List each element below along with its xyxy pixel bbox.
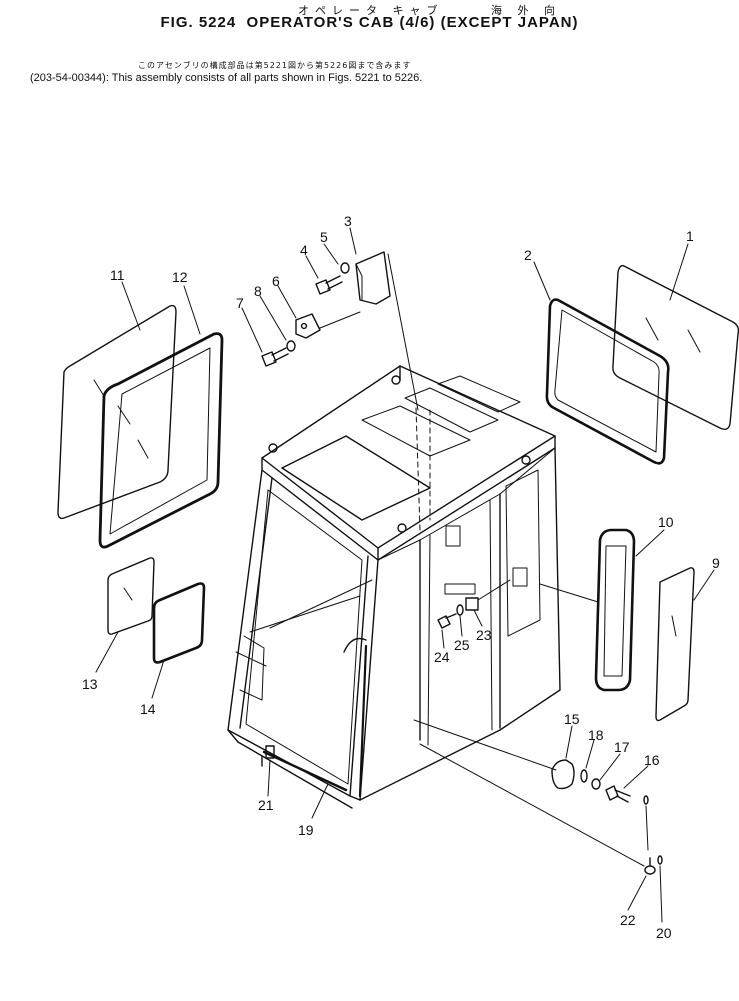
callout-20: 20 [656, 925, 672, 941]
japanese-assembly-note: このアセンブリの構成部品は第5221図から第5226図まで含みます [138, 61, 412, 70]
part-8-washer [286, 340, 296, 352]
assembly-note: (203-54-00344): This assembly consists o… [30, 72, 423, 84]
part-14-weatherstrip [152, 582, 206, 664]
assembly-lines [235, 253, 649, 867]
part-4-bolt [315, 275, 343, 295]
callout-23: 23 [476, 627, 492, 643]
part-20-clip-upper [643, 795, 649, 805]
callout-6: 6 [272, 273, 280, 289]
callout-19: 19 [298, 822, 314, 838]
callout-17: 17 [614, 739, 630, 755]
cab-frame [227, 365, 561, 809]
part-5-washer [340, 262, 350, 274]
part-12-weatherstrip [98, 332, 224, 549]
callout-labels: 1 2 3 4 5 6 7 8 9 10 11 12 13 14 15 16 1… [82, 213, 720, 941]
part-3-bracket [355, 251, 391, 305]
part-16-bolt [605, 785, 631, 803]
part-6-bracket [295, 313, 321, 339]
callout-24: 24 [434, 649, 450, 665]
callout-1: 1 [686, 228, 694, 244]
part-15-cap [551, 759, 575, 790]
part-11-glass [57, 304, 177, 520]
part-25-washer [456, 604, 464, 616]
callout-7: 7 [236, 295, 244, 311]
callout-15: 15 [564, 711, 580, 727]
part-7-bolt [261, 347, 289, 367]
part-24-bolt [437, 613, 457, 629]
callout-8: 8 [254, 283, 262, 299]
part-9-glass [655, 567, 695, 722]
japanese-title: オペレータ キャブ 海 外 向 [298, 4, 561, 17]
callout-13: 13 [82, 676, 98, 692]
callout-9: 9 [712, 555, 720, 571]
callout-14: 14 [140, 701, 156, 717]
part-23-bracket [465, 597, 479, 611]
callout-4: 4 [300, 242, 308, 258]
callout-25: 25 [454, 637, 470, 653]
callout-12: 12 [172, 269, 188, 285]
callout-5: 5 [320, 229, 328, 245]
callout-2: 2 [524, 247, 532, 263]
part-21-pin [261, 745, 275, 767]
callout-10: 10 [658, 514, 674, 530]
callout-16: 16 [644, 752, 660, 768]
callout-18: 18 [588, 727, 604, 743]
part-20-clip [657, 855, 663, 865]
callout-3: 3 [344, 213, 352, 229]
callout-22: 22 [620, 912, 636, 928]
leader-lines [95, 227, 715, 923]
part-10-weatherstrip [594, 528, 636, 692]
callout-11: 11 [110, 267, 125, 283]
part-22-pin [644, 857, 656, 875]
part-18-washer [580, 769, 588, 783]
figure-title: FIG. 5224 OPERATOR'S CAB (4/6) (EXCEPT J… [160, 14, 579, 31]
part-2-weatherstrip [545, 298, 670, 465]
part-1-glass [612, 264, 739, 431]
part-17-washer [591, 778, 601, 790]
callout-21: 21 [258, 797, 274, 813]
part-13-glass [107, 557, 155, 635]
